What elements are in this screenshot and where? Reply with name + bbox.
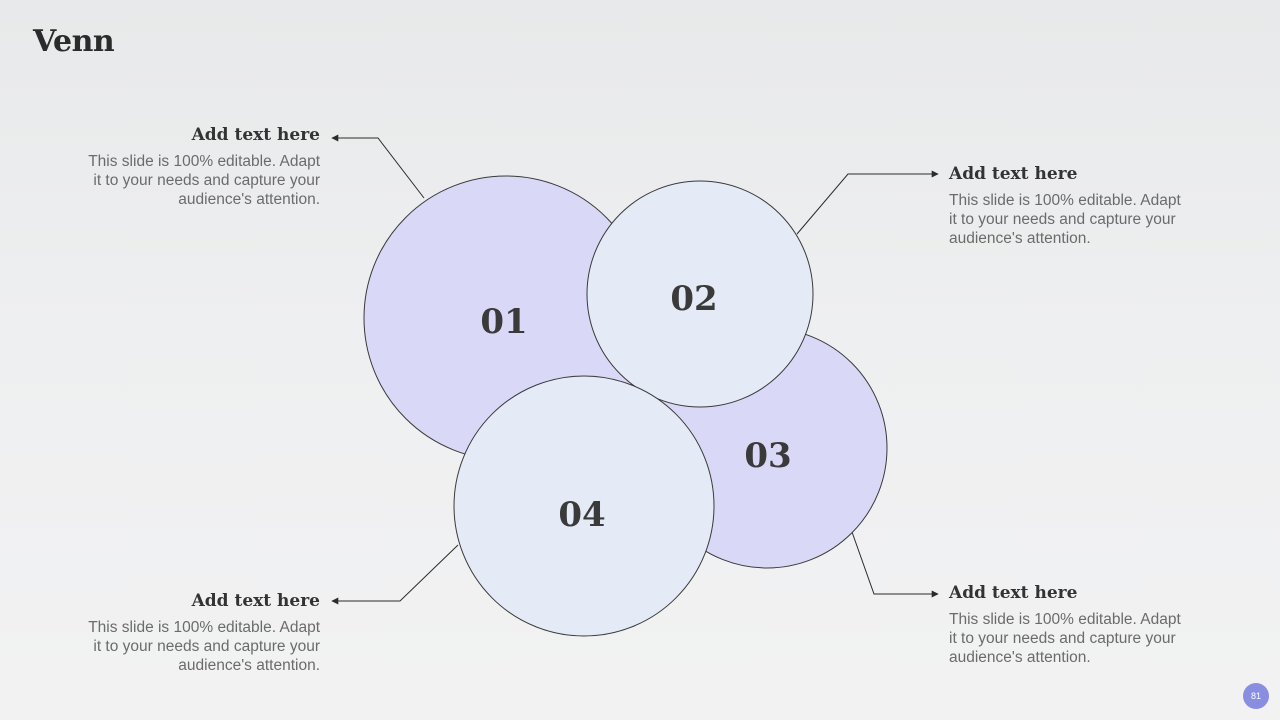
circle-label-04: 04 xyxy=(558,495,605,535)
callout-heading: Add text here xyxy=(949,583,1078,603)
callout-body: This slide is 100% editable. Adapt it to… xyxy=(949,192,1181,247)
callout-heading: Add text here xyxy=(191,591,320,611)
venn-circle-02 xyxy=(586,180,814,408)
circle-label-03: 03 xyxy=(744,436,791,476)
circle-label-01: 01 xyxy=(480,302,527,342)
callout-top-right: Add text here This slide is 100% editabl… xyxy=(949,164,1189,248)
connector-bottom-right xyxy=(851,531,939,598)
connector-bottom-left xyxy=(331,544,459,605)
callout-heading: Add text here xyxy=(191,125,320,145)
callout-body: This slide is 100% editable. Adapt it to… xyxy=(88,153,320,208)
connector-top-right xyxy=(796,170,939,235)
callout-body: This slide is 100% editable. Adapt it to… xyxy=(949,611,1181,666)
page-number-badge: 81 xyxy=(1243,683,1269,709)
callout-bottom-right: Add text here This slide is 100% editabl… xyxy=(949,583,1189,667)
circle-label-02: 02 xyxy=(670,279,717,319)
callout-heading: Add text here xyxy=(949,164,1078,184)
connector-top-left xyxy=(331,134,425,199)
callout-body: This slide is 100% editable. Adapt it to… xyxy=(88,619,320,674)
callout-bottom-left: Add text here This slide is 100% editabl… xyxy=(80,591,320,675)
slide-title: Venn xyxy=(33,24,115,59)
callout-top-left: Add text here This slide is 100% editabl… xyxy=(80,125,320,209)
venn-circle-04 xyxy=(453,375,715,637)
